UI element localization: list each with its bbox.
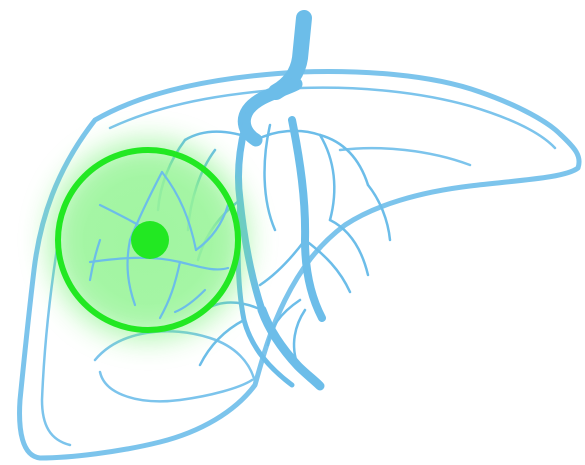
lower-lobe-curve-2 (100, 372, 252, 401)
highlight-region (48, 140, 248, 340)
lower-lobe-curve (95, 331, 255, 382)
right-thick-branch (292, 120, 322, 318)
target-dot (131, 221, 169, 259)
vessel-1 (256, 131, 368, 185)
vessel-4 (265, 125, 275, 230)
lower-thick-branch (262, 310, 320, 386)
vessel-2 (320, 135, 334, 220)
right-lobe-curve (340, 148, 470, 165)
vessel-10 (294, 310, 305, 366)
